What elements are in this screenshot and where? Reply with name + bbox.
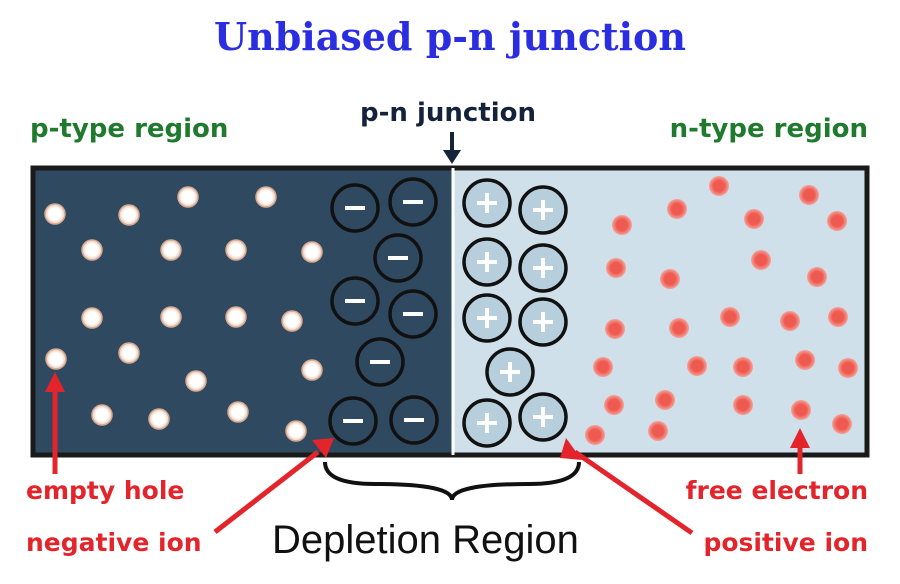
depletion-region-label: Depletion Region [272,518,579,562]
plus-circle-icon [518,297,568,347]
arrow-to-hole-icon [45,372,65,474]
electron [733,395,753,415]
electron [791,400,811,420]
plus-circle-icon [518,243,568,293]
hole [45,348,67,370]
hole [148,408,170,430]
hole [225,306,247,328]
electron [593,357,613,377]
electron [733,357,753,377]
hole [301,359,323,381]
plus-circle-icon [462,398,512,448]
negative-ion-label: negative ion [26,528,202,557]
page-title: Unbiased p-n junction [213,14,687,59]
pn-junction-label: p-n junction [360,98,537,128]
electron [827,211,847,231]
minus-circle-icon [388,177,438,227]
electron [604,395,624,415]
hole [225,239,247,261]
electron [612,215,632,235]
plus-circle-icon [462,237,512,287]
plus-circle-icon [462,178,512,228]
electron [667,199,687,219]
electron [799,185,819,205]
hole [81,307,103,329]
plus-circle-icon [518,185,568,235]
minus-circle-icon [389,395,439,445]
electron [655,390,675,410]
hole [281,310,303,332]
electron [648,421,668,441]
hole [255,186,277,208]
hole [160,306,182,328]
minus-circle-icon [330,276,380,326]
hole [91,404,113,426]
electron [751,250,771,270]
negative-ions [328,177,439,446]
plus-circle-icon [485,347,535,397]
free-electron-label: free electron [685,476,868,505]
positive-ion-label: positive ion [703,528,868,557]
hole [81,239,103,261]
minus-circle-icon [330,183,380,233]
electron [709,176,729,196]
plus-circle-icon [462,293,512,343]
hole [185,370,207,392]
minus-circle-icon [355,337,405,387]
electron [720,307,740,327]
hole [44,203,66,225]
hole [177,186,199,208]
electron [807,267,827,287]
hole [227,401,249,423]
minus-circle-icon [328,396,378,446]
crystal-border [30,165,870,458]
electron [660,269,680,289]
p-type-region-label: p-type region [30,114,229,144]
electron [605,319,625,339]
electron [669,318,689,338]
arrow-down-icon [443,132,461,164]
electron [838,358,858,378]
hole [301,241,323,263]
empty-hole-label: empty hole [26,476,185,505]
electron [780,311,800,331]
hole [118,342,140,364]
arrow-to-positive-ion-icon [560,438,694,536]
positive-ions [462,178,568,448]
arrow-to-negative-ion-icon [213,438,334,534]
electron [585,425,605,445]
electron [828,307,848,327]
minus-circle-icon [388,289,438,339]
hole [160,239,182,261]
electron [687,356,707,376]
plus-circle-icon [518,392,568,442]
n-type-region-label: n-type region [669,114,868,144]
electron [795,350,815,370]
electron [606,258,626,278]
electron [744,209,764,229]
minus-circle-icon [373,233,423,283]
arrow-to-electron-icon [790,428,810,474]
depletion-brace [323,461,581,501]
electron [832,414,852,434]
hole [118,204,140,226]
hole [285,420,307,442]
